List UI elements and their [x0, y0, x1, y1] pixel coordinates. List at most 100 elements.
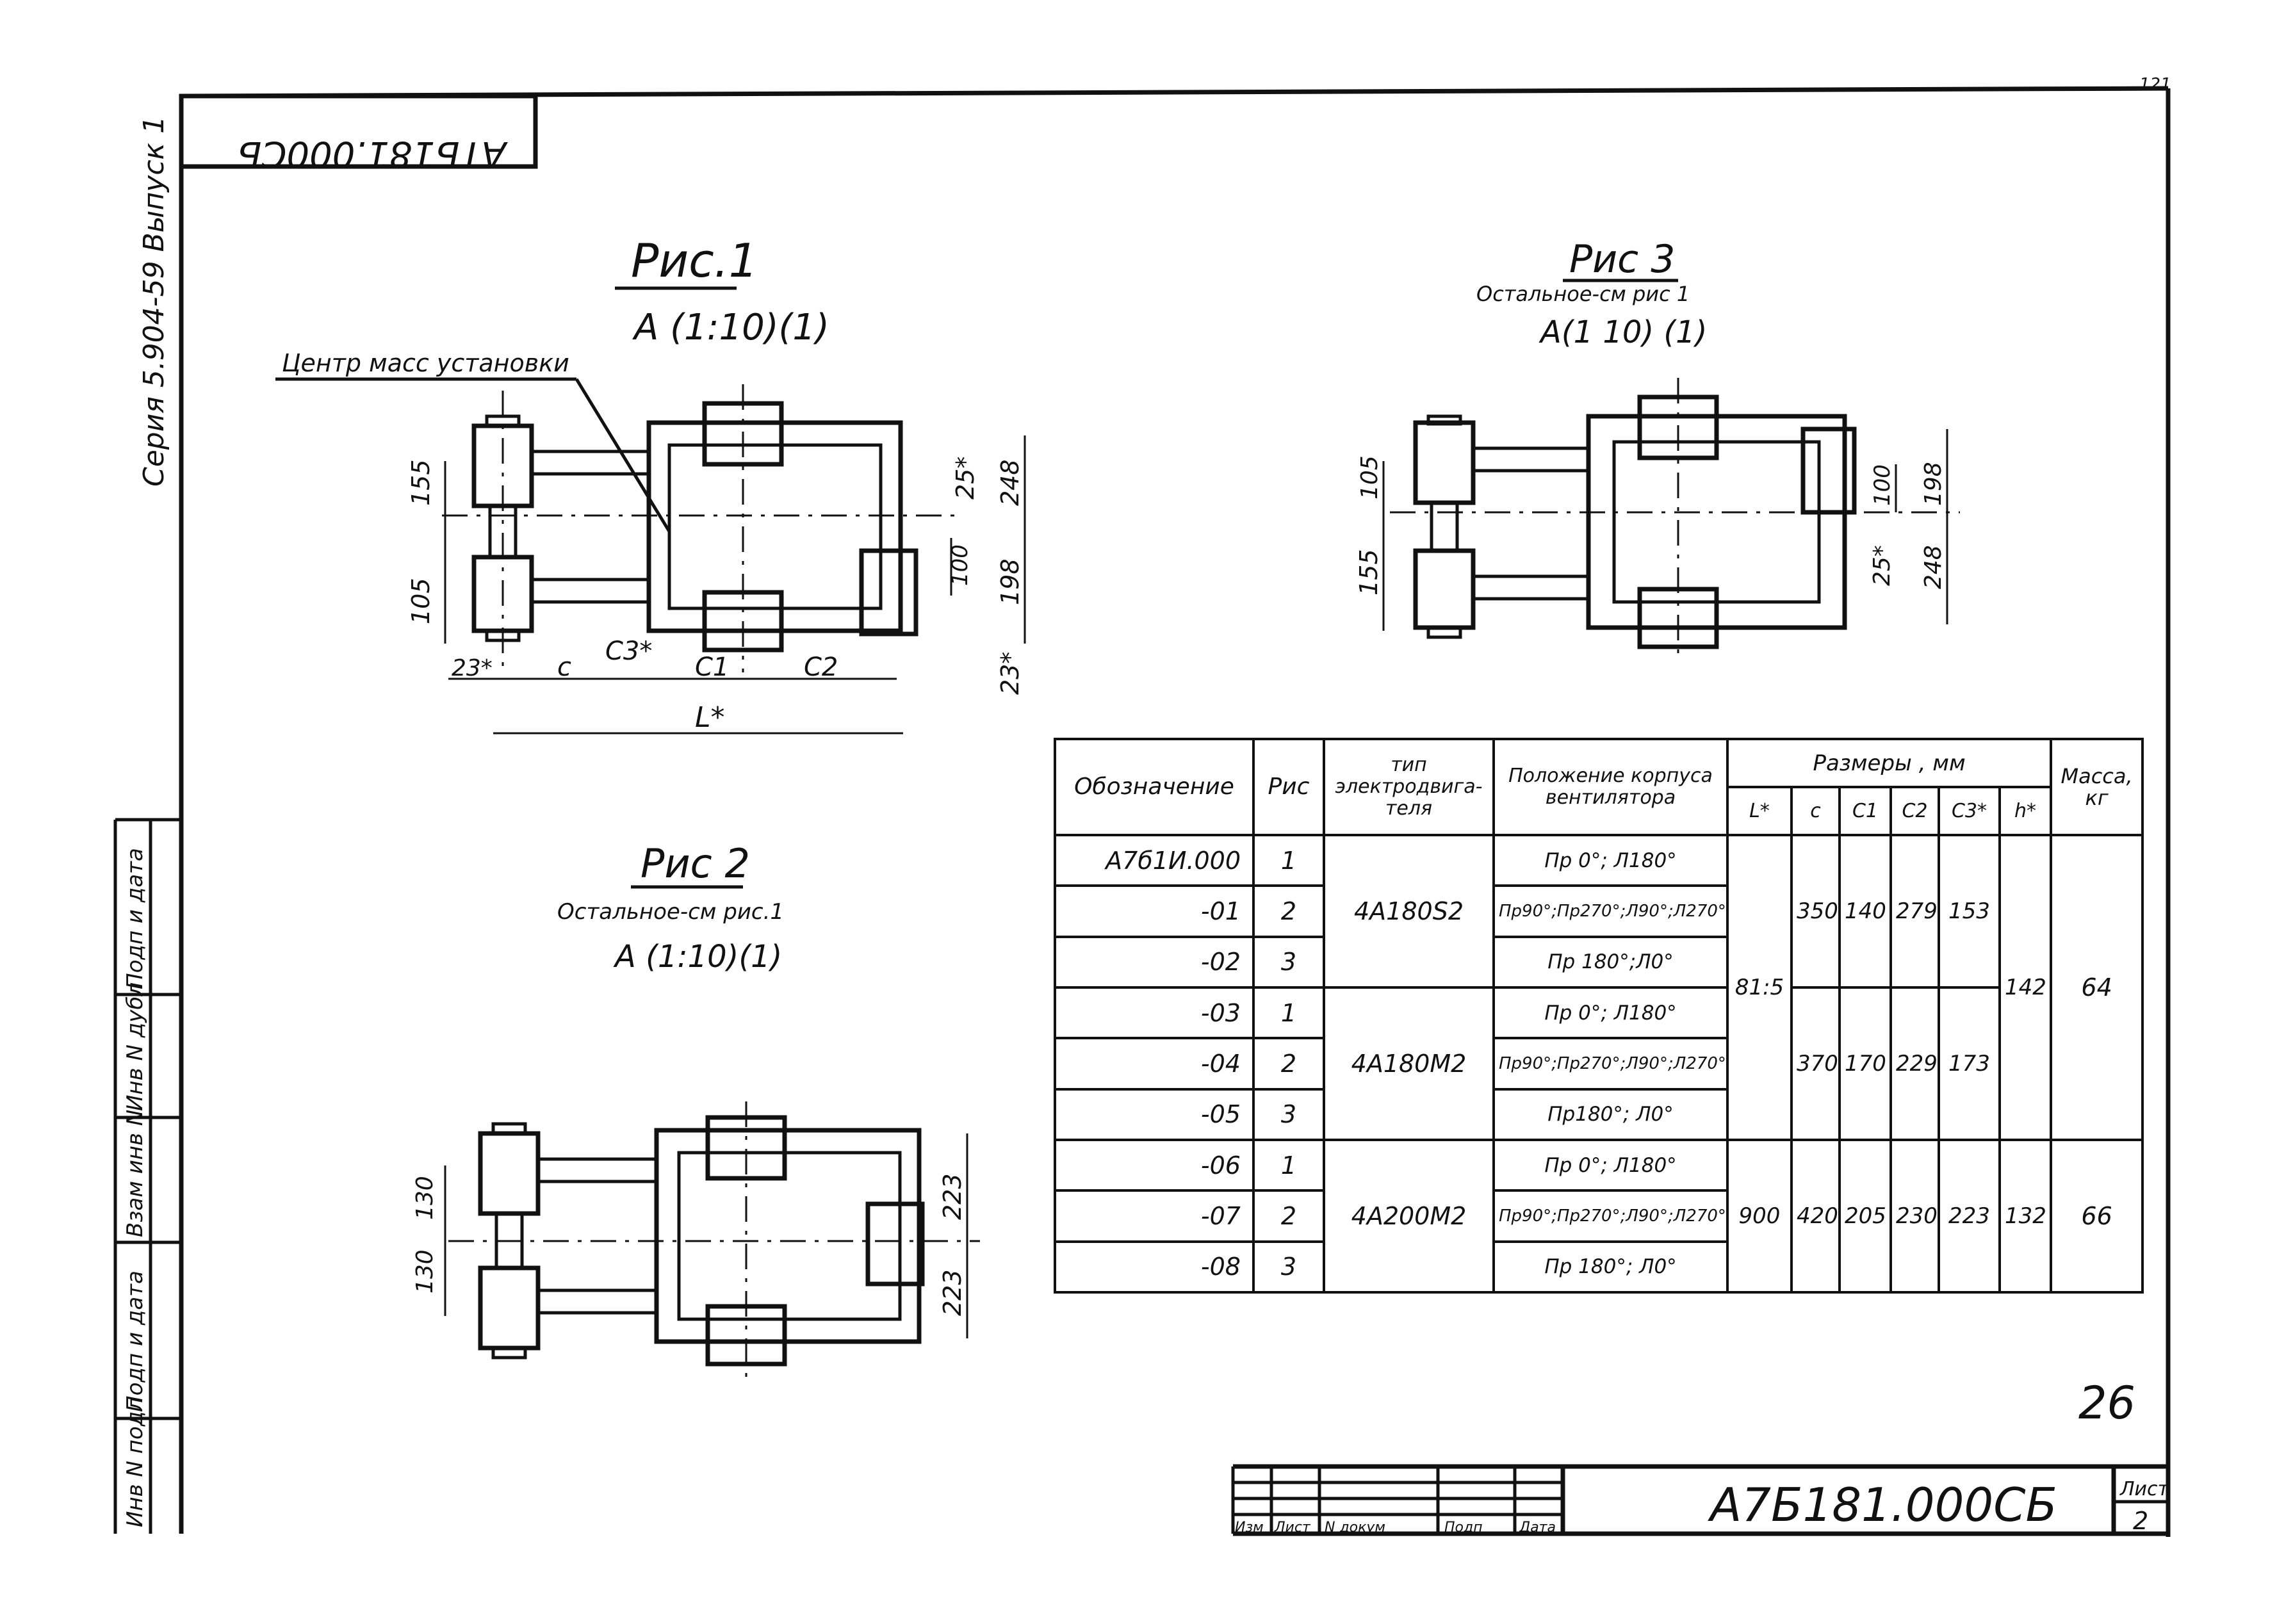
- th-h: h*: [1998, 786, 2053, 836]
- stamp-col-ndokum: N докум: [1325, 1520, 1385, 1536]
- table-row: -02 3 Пр 180°;Л0°: [1054, 935, 2142, 989]
- cell-designation: -01: [1054, 884, 1255, 938]
- cell-position: Пр 0°; Л180°: [1492, 986, 1729, 1040]
- stamp-col-izm: Изм: [1235, 1520, 1264, 1536]
- fig3-dim-25: 25*: [1869, 545, 1895, 586]
- fig1-dim-23-left: 23*: [452, 655, 493, 681]
- cell-fig: 1: [1252, 833, 1325, 888]
- cell-position: Пр 0°; Л180°: [1492, 1138, 1729, 1192]
- cell-L-merged: 81:5: [1726, 834, 1793, 1141]
- table-row: А7б1И.000 1 4А180S2 Пр 0°; Л180° 81:5 35…: [1054, 833, 2144, 1141]
- cell-c: 350: [1790, 834, 1841, 989]
- th-c3: C3*: [1938, 786, 2001, 836]
- stamp-col-data: Дата: [1519, 1520, 1556, 1536]
- fig3-dim-248: 248: [1920, 545, 1946, 589]
- cell-position: Пр180°; Л0°: [1492, 1087, 1729, 1141]
- cell-c: 370: [1790, 986, 1841, 1141]
- stamp-col-list: Лист: [1274, 1520, 1311, 1536]
- fig1-dim-100: 100: [947, 544, 973, 586]
- th-sizes: Размеры , мм: [1726, 738, 2053, 788]
- table-row: -04 2 Пр90°;Пр270°;Л90°;Л270°: [1054, 1037, 2142, 1091]
- fig2-dim-130-top: 130: [412, 1176, 438, 1220]
- stamp-sheet-label: Лист: [2119, 1478, 2170, 1500]
- corner-mark: 121: [2139, 75, 2171, 94]
- stamp-code: А7Б181.000СБ: [1708, 1478, 2057, 1532]
- left-strip: [113, 818, 183, 1534]
- cell-c2: 229: [1889, 986, 1940, 1141]
- strip-label-3: Инв N дубл: [122, 982, 148, 1111]
- table-row: -07 2 Пр90°;Пр270°;Л90°;Л270°: [1054, 1189, 2142, 1243]
- fig1-dim-198: 198: [996, 558, 1024, 605]
- fig1-dim-c2: C2: [804, 653, 838, 682]
- fig1-view: А (1:10)(1): [632, 307, 829, 348]
- strip-label-2: Взам инв N: [122, 1110, 148, 1237]
- cell-designation: -07: [1054, 1189, 1255, 1243]
- svg-text:АТБ181.000СБ: АТБ181.000СБ: [237, 133, 508, 175]
- cell-h-merged: 142: [1998, 834, 2053, 1141]
- strip-label-4: Подп и дата: [122, 1271, 148, 1412]
- cell-fig: 1: [1252, 986, 1325, 1040]
- table-row: -05 3 Пр180°; Л0°: [1054, 1087, 2142, 1141]
- fig2-dim-130-bottom: 130: [412, 1249, 438, 1294]
- cell-c1: 205: [1838, 1138, 1892, 1294]
- fig1-dim-c3: C3*: [605, 637, 652, 666]
- cell-fig: 3: [1252, 1087, 1325, 1141]
- fig3-dim-105: 105: [1357, 455, 1383, 499]
- fig1-dim-23-right: 23*: [996, 652, 1024, 695]
- cell-c2: 230: [1889, 1138, 1940, 1294]
- cell-h: 132: [1998, 1138, 2053, 1294]
- cell-fig: 2: [1252, 884, 1325, 938]
- fig2-dim-223-bottom: 223: [938, 1269, 967, 1316]
- spec-table: Обозначение Рис тип электродвига-теля По…: [1054, 738, 2144, 1294]
- fig1-callout: Центр масс установки: [282, 349, 569, 377]
- fig3-view: А(1 10) (1): [1538, 314, 1707, 350]
- cell-fig: 1: [1252, 1138, 1325, 1192]
- stamp-col-podp: Подп: [1444, 1520, 1483, 1536]
- fig1-dim-248: 248: [996, 459, 1024, 506]
- strip-label-5: Инв N подл: [122, 1397, 148, 1527]
- cell-c3: 173: [1938, 986, 2001, 1141]
- fig1-dim-c: c: [557, 653, 571, 682]
- fig3-dim-155: 155: [1355, 549, 1383, 596]
- cell-c3: 223: [1938, 1138, 2001, 1294]
- th-L: L*: [1726, 786, 1793, 836]
- cell-designation: -08: [1054, 1240, 1255, 1294]
- th-fig: Рис: [1252, 738, 1325, 836]
- cell-designation: А7б1И.000: [1054, 833, 1255, 888]
- cell-L: 900: [1726, 1138, 1793, 1294]
- cell-position: Пр 0°; Л180°: [1492, 833, 1729, 888]
- fig3-dim-198: 198: [1920, 462, 1946, 506]
- cell-motor: 4А180М2: [1323, 986, 1495, 1141]
- figure-1: Рис.1 А (1:10)(1) Центр масс установки 1…: [275, 234, 1026, 735]
- cell-designation: -03: [1054, 986, 1255, 1040]
- cell-position: Пр90°;Пр270°;Л90°;Л270°: [1492, 884, 1729, 938]
- cell-c: 420: [1790, 1138, 1841, 1294]
- cell-position: Пр 180°; Л0°: [1492, 1240, 1729, 1294]
- fig1-dim-25: 25*: [951, 457, 979, 499]
- cell-position: Пр 180°;Л0°: [1492, 935, 1729, 989]
- cell-designation: -04: [1054, 1037, 1255, 1091]
- svg-text:Серия 5.904-59 Выпуск 1: Серия 5.904-59 Выпуск 1: [138, 116, 170, 487]
- fig2-title: Рис 2: [641, 840, 750, 887]
- cell-mass-merged: 64: [2050, 834, 2144, 1141]
- stamp-grid: [1231, 1466, 1563, 1534]
- th-c2: C2: [1889, 786, 1940, 836]
- fig1-dim-L: L*: [695, 701, 725, 734]
- cell-mass: 66: [2050, 1138, 2144, 1294]
- fig3-title: Рис 3: [1569, 237, 1675, 282]
- cell-fig: 3: [1252, 1240, 1325, 1294]
- th-position: Положение корпуса вентилятора: [1492, 738, 1729, 836]
- cell-designation: -02: [1054, 935, 1255, 989]
- cell-fig: 2: [1252, 1037, 1325, 1091]
- figure-2: Рис 2 Остальное-см рис.1 А (1:10)(1) 130…: [412, 840, 980, 1377]
- fig1-dim-105: 105: [407, 578, 435, 624]
- cell-designation: -05: [1054, 1087, 1255, 1141]
- strip-label-1: Подп и дата: [122, 848, 148, 989]
- cell-c3: 153: [1938, 834, 2001, 989]
- cell-position: Пр90°;Пр270°;Л90°;Л270°: [1492, 1189, 1729, 1243]
- fig1-title: Рис.1: [631, 234, 758, 288]
- cell-designation: -06: [1054, 1138, 1255, 1192]
- fig3-note: Остальное-см рис 1: [1476, 282, 1690, 306]
- cell-fig: 3: [1252, 935, 1325, 989]
